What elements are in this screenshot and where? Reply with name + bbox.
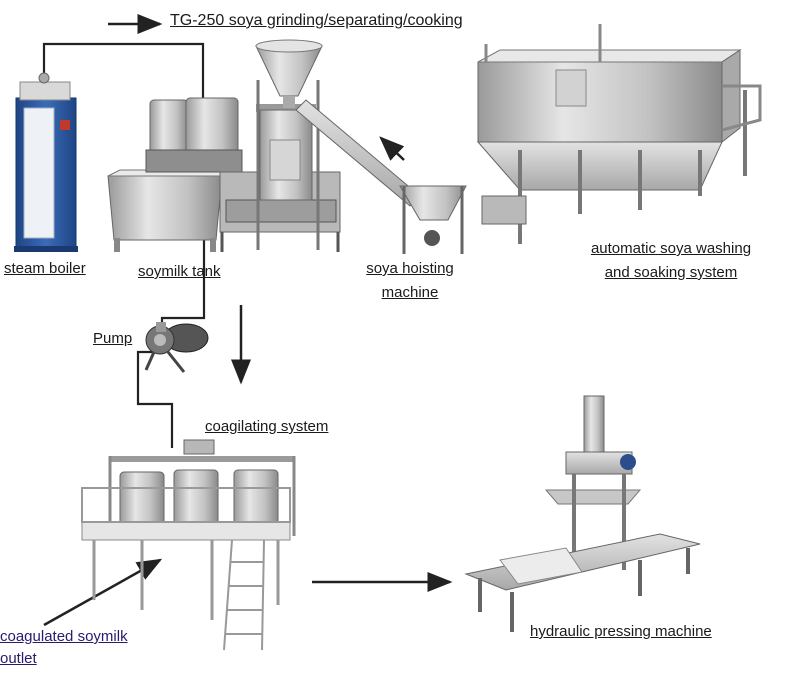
coagulating-system-label: coagilating system xyxy=(205,418,329,435)
washing-soaking-machine xyxy=(476,24,762,244)
soymilk-tank-label: soymilk tank xyxy=(138,263,221,280)
soya-hoisting-label-line2: machine xyxy=(381,284,439,301)
soymilk-pipe xyxy=(160,238,206,330)
coagulating-machine xyxy=(81,439,296,651)
hydraulic-press-label: hydraulic pressing machine xyxy=(530,623,712,640)
coagulated-outlet-label-line1: coagulated soymilk xyxy=(0,628,128,645)
washing-soaking-label: automatic soya washing and soaking syste… xyxy=(568,240,774,282)
hydraulic-press-machine xyxy=(464,395,701,632)
soya-hoisting-label-line1: soya hoisting xyxy=(366,260,454,277)
steam-pipe xyxy=(42,42,205,100)
soymilk-tank-machine xyxy=(107,169,232,252)
title-label: TG-250 soya grinding/separating/cooking xyxy=(170,12,463,29)
pump-outlet-pipe xyxy=(136,350,174,448)
arrow-hoist xyxy=(379,136,405,161)
washing-soaking-label-line1: automatic soya washing xyxy=(590,240,752,257)
soya-hoisting-label: soya hoisting machine xyxy=(352,260,468,302)
grinding-cooking-machine xyxy=(145,39,341,252)
washing-soaking-label-line2: and soaking system xyxy=(604,264,738,281)
coagulated-outlet-label-line2: outlet xyxy=(0,650,37,667)
pump-label: Pump xyxy=(93,330,133,347)
coagulation-stairs xyxy=(223,539,265,651)
steam-boiler-label: steam boiler xyxy=(4,260,86,277)
steam-boiler-machine xyxy=(14,72,78,252)
soya-hoisting-machine xyxy=(295,99,467,254)
pump-machine xyxy=(144,322,209,373)
coagulated-outlet-label: coagulated soymilk outlet xyxy=(0,628,128,668)
